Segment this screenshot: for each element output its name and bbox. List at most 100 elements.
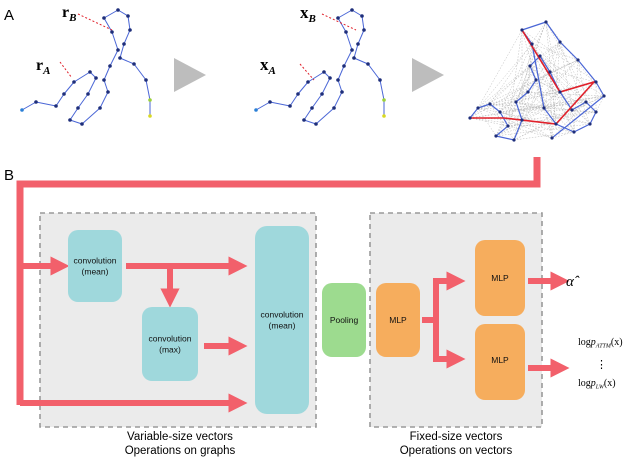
graph-node — [520, 28, 524, 32]
graph-node — [126, 14, 130, 18]
graph-node — [342, 64, 346, 68]
graph-edge-dense — [499, 95, 605, 113]
right-caption-line1: Fixed-size vectors — [410, 431, 503, 443]
arrow-branch-down — [433, 317, 466, 369]
graph-node — [296, 92, 300, 96]
graph-node — [520, 118, 524, 122]
graph-node — [68, 118, 72, 122]
graph-node — [356, 42, 360, 46]
graph-edge-dense — [477, 107, 497, 137]
graph-edge — [119, 57, 135, 65]
graph-node — [544, 20, 548, 24]
graph-edge — [123, 29, 131, 45]
graph-edge — [357, 29, 365, 45]
graph-node — [498, 110, 502, 114]
graph-node — [118, 56, 122, 60]
graph-node — [302, 118, 306, 122]
graph-node — [306, 80, 310, 84]
graph-edge-dense — [543, 107, 597, 113]
graph-edge-dense — [551, 41, 561, 139]
graph-edge — [269, 101, 291, 107]
graph-node — [558, 40, 562, 44]
graph-node — [594, 80, 598, 84]
graph-edge — [589, 111, 597, 125]
graph-edge-dense — [495, 91, 529, 137]
graph-edge-dense — [499, 111, 523, 121]
graph-edge — [499, 111, 509, 127]
graph-edge-dense — [489, 91, 529, 105]
graph-node — [362, 28, 366, 32]
graph-node — [576, 58, 580, 62]
right-caption-line2: Operations on vectors — [400, 445, 513, 457]
graph-node — [88, 70, 92, 74]
graph-node — [570, 108, 574, 112]
panel-b-label: B — [4, 167, 14, 184]
graph-edge — [515, 101, 523, 121]
graph-node — [336, 16, 340, 20]
mlp-bottom-box — [475, 324, 525, 400]
graph-edge-dense — [469, 117, 509, 127]
graph-2 — [254, 8, 386, 126]
alpha-hat-output: α̂ — [566, 274, 580, 290]
graph-edge — [545, 21, 561, 43]
pooling-box — [322, 283, 366, 357]
graph-edge — [69, 107, 79, 121]
graph-node — [328, 76, 332, 80]
graph-edge — [577, 59, 597, 83]
graph-node — [528, 64, 532, 68]
graph-node — [76, 106, 80, 110]
graph-edge-dense — [551, 101, 587, 139]
graph-edge — [111, 31, 119, 51]
routing-line-top — [16, 157, 541, 405]
graph-edge-dense — [513, 43, 533, 141]
graph-edge-dense — [527, 43, 533, 93]
graph-node — [122, 42, 126, 46]
graph-node — [320, 92, 324, 96]
graph-node — [538, 54, 542, 58]
graph-node — [332, 106, 336, 110]
graph-edge-dense — [499, 43, 533, 113]
graph-edge-dense — [513, 131, 575, 141]
graph-node — [310, 106, 314, 110]
graph-edge — [55, 93, 65, 107]
graph-node — [476, 106, 480, 110]
graph-node — [382, 114, 386, 118]
graph-node — [254, 108, 258, 112]
graph-edge — [351, 9, 363, 17]
graph-edge — [489, 103, 501, 113]
graph-node — [526, 90, 530, 94]
graph-edge — [133, 63, 147, 81]
mlp-left-box — [376, 283, 420, 357]
mlp-left-label: MLP — [389, 315, 407, 325]
graph-edge — [87, 77, 97, 95]
graph-edge — [559, 41, 579, 61]
graph-node — [102, 16, 106, 20]
conv-mean-box — [68, 230, 122, 302]
x-a-dashed-line — [299, 63, 315, 81]
mlp-bottom-label: MLP — [491, 355, 509, 365]
graph-edge — [337, 9, 353, 19]
graph-edge-dense — [543, 95, 605, 109]
graph-edge-dense — [513, 71, 551, 141]
graph-edge-dense — [539, 41, 561, 57]
graph-node — [94, 76, 98, 80]
graph-edge — [77, 93, 89, 109]
graph-node — [602, 94, 606, 98]
graph-edge-dense — [549, 71, 597, 113]
graph-edge-dense — [477, 107, 553, 139]
graph-node — [344, 30, 348, 34]
graph-edge-dense — [543, 91, 561, 109]
graph-node — [530, 42, 534, 46]
graph-edge — [469, 107, 479, 119]
graph-node — [116, 8, 120, 12]
graph-edge-dense — [469, 117, 575, 133]
conv-mean-tall-box — [255, 226, 309, 414]
x-a-label: xA — [260, 55, 276, 77]
graph-edge — [367, 63, 381, 81]
graph-edge — [321, 77, 331, 95]
x-b-dashed-line — [321, 13, 357, 31]
left-caption-line1: Variable-size vectors — [127, 431, 233, 443]
graph-edge-dense — [577, 59, 587, 103]
graph-node — [352, 56, 356, 60]
graph-edge-dense — [507, 29, 523, 127]
